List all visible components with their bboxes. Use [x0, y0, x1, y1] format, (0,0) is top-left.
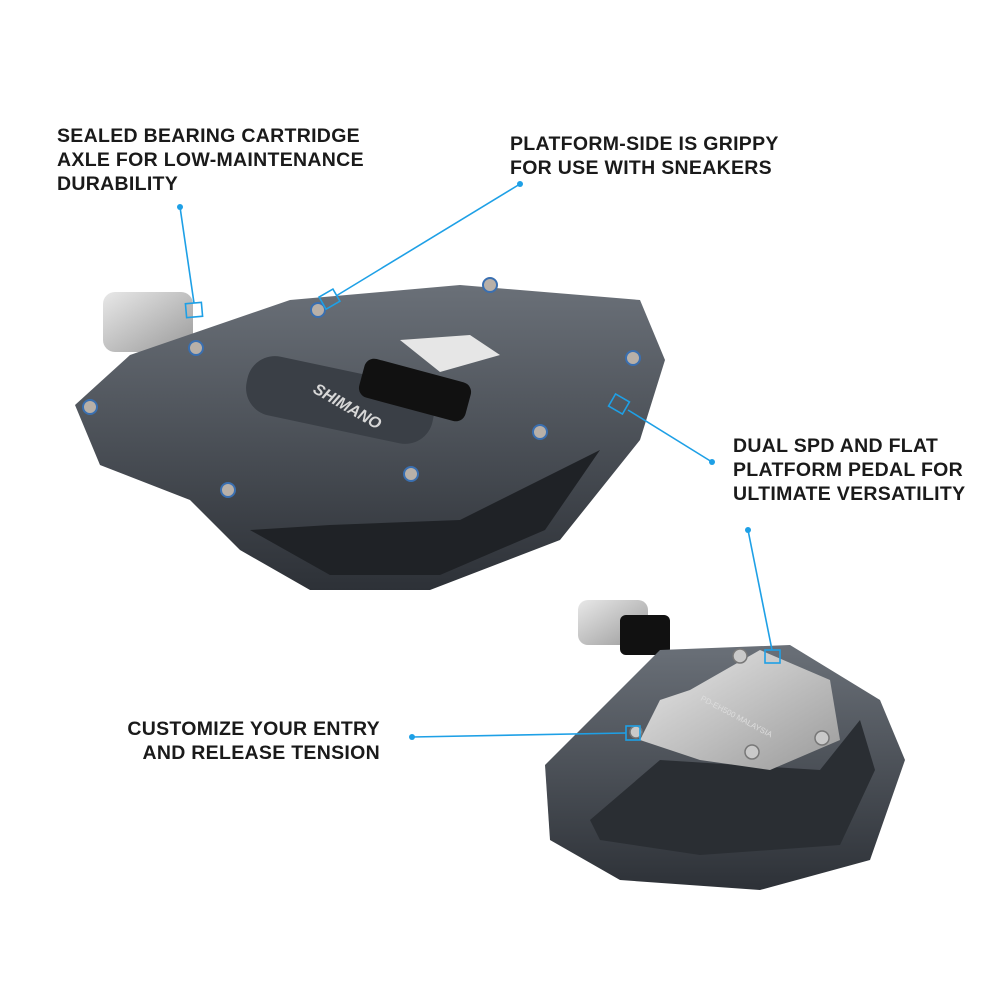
spd-pedal: PD-EH500 MALAYSIA	[545, 600, 905, 890]
callout-line: PLATFORM PEDAL FOR	[733, 459, 964, 481]
callout-line: SEALED BEARING CARTRIDGE	[57, 125, 360, 147]
spindle-housing	[246, 356, 434, 444]
callout-line: FOR USE WITH SNEAKERS	[510, 157, 772, 179]
callout-line: CUSTOMIZE YOUR ENTRY	[127, 718, 380, 740]
spring	[358, 358, 472, 422]
pedal-underside	[250, 450, 600, 575]
callout-entry-release-tension: CUSTOMIZE YOUR ENTRY AND RELEASE TENSION	[127, 717, 380, 765]
spd-binding	[640, 650, 840, 770]
axle-thread	[103, 292, 193, 352]
callout-line: DURABILITY	[57, 173, 179, 195]
callout-line: DUAL SPD AND FLAT	[733, 435, 939, 457]
callout-sealed-bearing: SEALED BEARING CARTRIDGE AXLE FOR LOW-MA…	[57, 124, 364, 196]
platform-opening	[400, 335, 500, 372]
flat-platform-pedal: SHIMANO	[75, 277, 665, 590]
leader-dots	[177, 181, 751, 740]
callout-platform-grippy: PLATFORM-SIDE IS GRIPPY FOR USE WITH SNE…	[510, 132, 779, 180]
callout-line: AND RELEASE TENSION	[142, 742, 380, 764]
callout-line: PLATFORM-SIDE IS GRIPPY	[510, 133, 779, 155]
callout-dual-spd: DUAL SPD AND FLAT PLATFORM PEDAL FOR ULT…	[733, 434, 965, 506]
leader-lines	[179, 183, 781, 741]
callout-line: ULTIMATE VERSATILITY	[733, 483, 966, 505]
pins	[82, 277, 641, 498]
callout-line: AXLE FOR LOW-MAINTENANCE	[57, 149, 364, 171]
